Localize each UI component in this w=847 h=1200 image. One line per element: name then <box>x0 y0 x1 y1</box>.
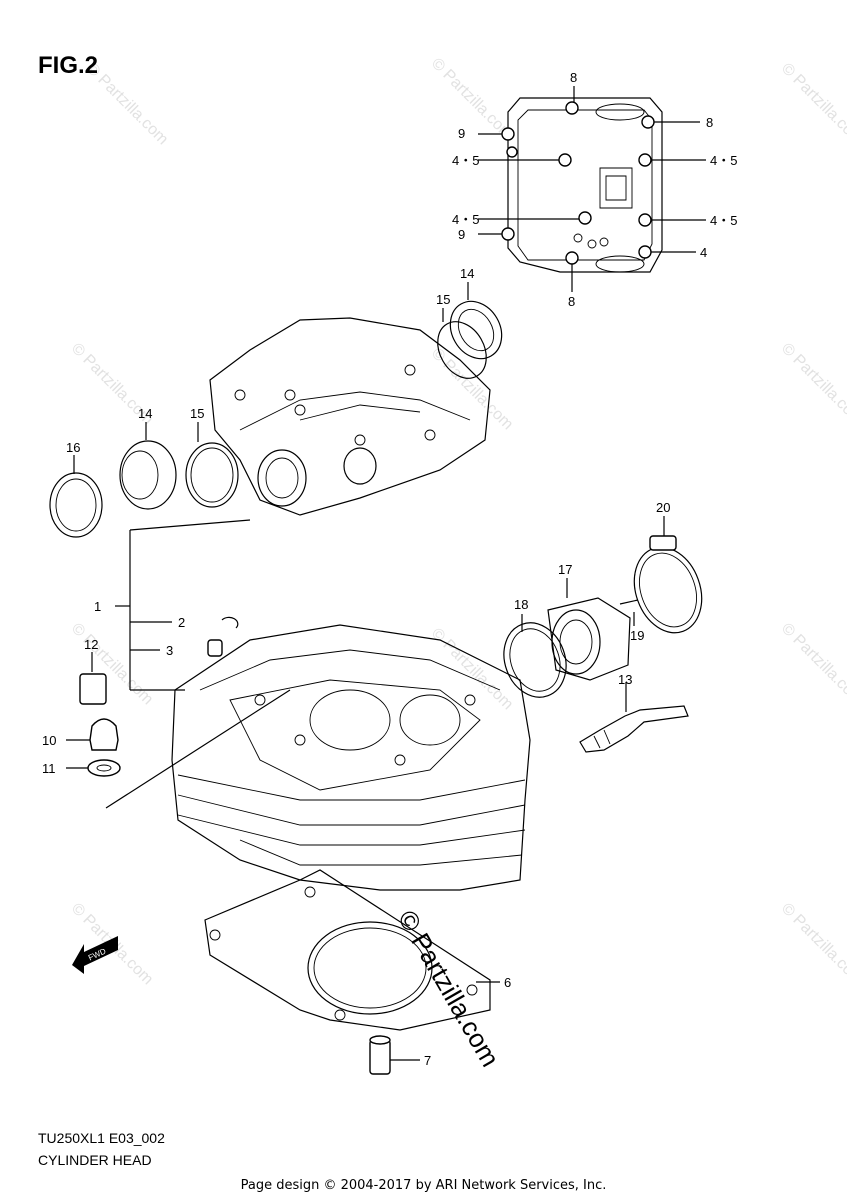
callout-4: 4 <box>700 245 707 260</box>
callout-14-left: 14 <box>138 406 152 421</box>
callout-7: 7 <box>424 1053 431 1068</box>
nut-washer-cap <box>66 652 121 777</box>
callout-8-right: 8 <box>706 115 713 130</box>
callout-4-5-left-lower: 4・5 <box>452 212 479 227</box>
plug-cap-upper <box>437 282 503 379</box>
callout-3: 3 <box>166 643 173 658</box>
fwd-label: FWD <box>87 947 108 963</box>
fwd-arrow-icon <box>72 936 118 974</box>
callout-1: 1 <box>94 599 101 614</box>
callout-18: 18 <box>514 597 528 612</box>
figure-title: FIG.2 <box>38 52 99 79</box>
callout-14-upper: 14 <box>460 266 474 281</box>
callout-10: 10 <box>42 733 56 748</box>
small-clip-and-dowel <box>207 616 239 657</box>
head-cover-top-view <box>478 86 706 292</box>
callout-9-upper: 9 <box>458 126 465 141</box>
spark-plug <box>579 682 689 753</box>
callout-16: 16 <box>66 440 80 455</box>
callout-8-bottom: 8 <box>568 294 575 309</box>
cylinder-head-body <box>171 624 531 891</box>
callout-4-5-right-upper: 4・5 <box>710 153 737 168</box>
intake-pipe-assembly <box>503 516 703 698</box>
callout-8-top: 8 <box>570 70 577 85</box>
diagram-name: CYLINDER HEAD <box>38 1152 152 1168</box>
callout-11: 11 <box>42 761 56 776</box>
callout-13: 13 <box>618 672 632 687</box>
page-footer: Page design © 2004-2017 by ARI Network S… <box>240 1178 607 1193</box>
plug-cap-left <box>49 422 239 538</box>
assembly-bracket <box>105 519 291 809</box>
head-gasket <box>204 869 500 1031</box>
callout-15-upper: 15 <box>436 292 450 307</box>
callout-20: 20 <box>656 500 670 515</box>
callout-19: 19 <box>630 628 644 643</box>
callout-12: 12 <box>84 637 98 652</box>
dowel-pin <box>369 1035 420 1075</box>
head-cover <box>209 317 491 516</box>
callout-15-left: 15 <box>190 406 204 421</box>
callout-4-5-right-lower: 4・5 <box>710 213 737 228</box>
diagram-code: TU250XL1 E03_002 <box>38 1130 165 1146</box>
callout-9-lower: 9 <box>458 227 465 242</box>
callout-17: 17 <box>558 562 572 577</box>
callout-6: 6 <box>504 975 511 990</box>
callout-2: 2 <box>178 615 185 630</box>
callout-4-5-left-upper: 4・5 <box>452 153 479 168</box>
